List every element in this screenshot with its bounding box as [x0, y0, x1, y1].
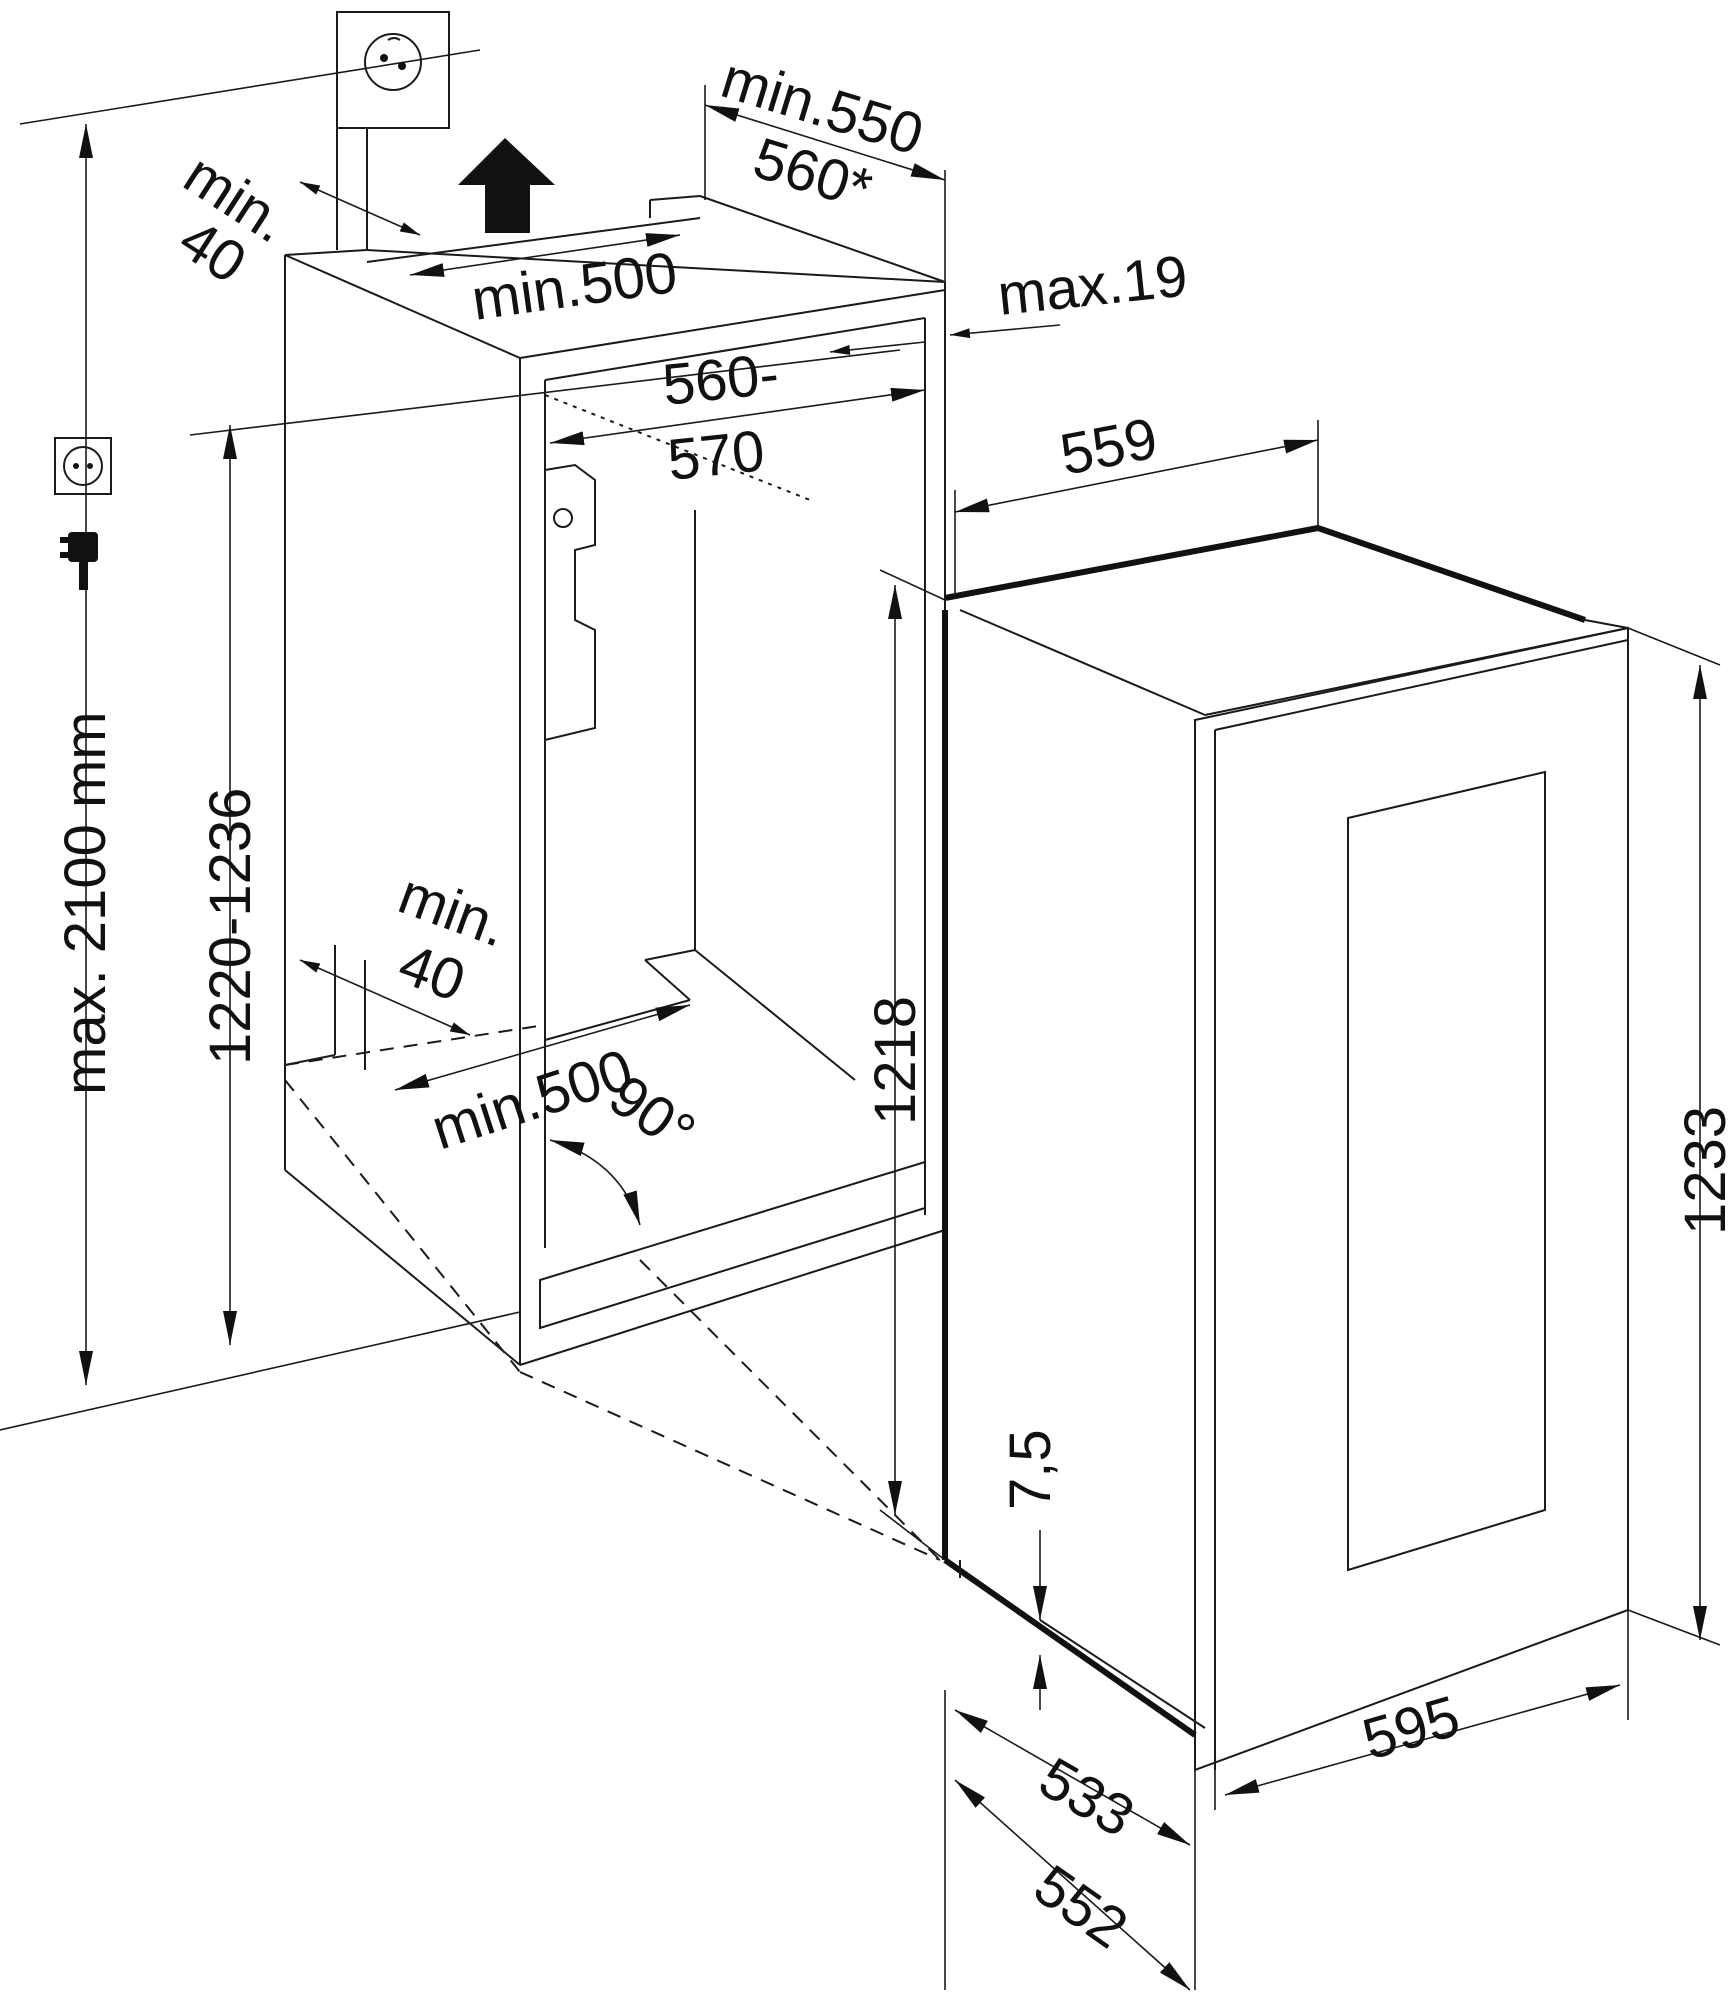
- dim-top-min500-line: [409, 233, 681, 277]
- dim-552-line: [954, 1779, 1191, 1991]
- dim-top-min40-line: [299, 181, 421, 236]
- label-total-height: max. 2100 mm: [53, 711, 118, 1095]
- label-width-570: 570: [665, 418, 768, 493]
- plug-icon: [60, 532, 98, 590]
- socket-icon: [54, 437, 112, 495]
- label-max19: max.19: [995, 243, 1191, 328]
- dim-width-line: [549, 387, 926, 446]
- label-559: 559: [1055, 405, 1162, 487]
- dim-595-line: [1224, 1684, 1621, 1796]
- label-1233: 1233: [1673, 1106, 1730, 1235]
- appliance-body: [942, 524, 1629, 1772]
- label-552: 552: [1023, 1852, 1140, 1961]
- dim-bottom-min500-line: [394, 1004, 691, 1091]
- wall-top-line: [19, 49, 481, 125]
- dim-max19-line: [829, 341, 926, 355]
- up-arrow-icon: [458, 138, 555, 233]
- dim-depth-line: [704, 104, 946, 181]
- angle-arc: [549, 1139, 641, 1226]
- label-gap: 7,5: [998, 1429, 1063, 1510]
- label-top-min500: min.500: [468, 240, 681, 333]
- floor-line: [0, 1311, 521, 1431]
- label-niche-height: 1220-1236: [198, 788, 263, 1065]
- label-1218: 1218: [863, 996, 928, 1125]
- wall-socket-icon: [336, 11, 450, 250]
- dim-559-line: [954, 439, 1319, 513]
- label-533: 533: [1029, 1745, 1145, 1850]
- niche-cabinet: [284, 195, 946, 1561]
- label-width-560: 560-: [660, 341, 782, 418]
- label-595: 595: [1356, 1683, 1467, 1772]
